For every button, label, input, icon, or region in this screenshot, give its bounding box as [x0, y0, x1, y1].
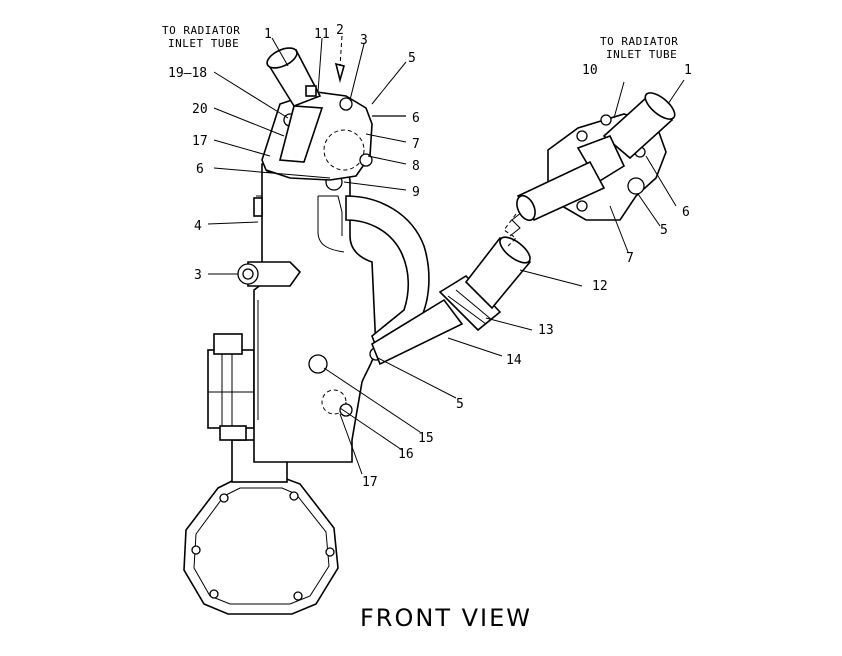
- callout-15: 15: [418, 431, 434, 446]
- callout-4: 4: [194, 219, 202, 234]
- callout-14: 14: [506, 353, 522, 368]
- callout-17-bottom: 17: [362, 475, 378, 490]
- view-title: FRONT VIEW: [360, 604, 532, 632]
- callout-1-left: 1: [264, 27, 272, 42]
- callout-11: 11: [314, 27, 330, 42]
- note-right-radiator-inlet: TO RADIATOR INLET TUBE: [600, 35, 678, 61]
- note-right-line1: TO RADIATOR: [600, 35, 678, 48]
- callout-3-left: 3: [194, 268, 202, 283]
- note-left-line2: INLET TUBE: [168, 37, 239, 50]
- pump-housing: [207, 333, 255, 441]
- callout-2: 2: [336, 23, 344, 38]
- detail-thermostat-housing: [503, 92, 676, 247]
- thermostat-housing: [261, 47, 373, 181]
- note-right-line2: INLET TUBE: [606, 48, 677, 61]
- callout-13: 13: [538, 323, 554, 338]
- note-left-radiator-inlet: TO RADIATOR INLET TUBE: [162, 24, 240, 50]
- leader-lines: [207, 35, 685, 475]
- gasket-plate: [183, 439, 339, 615]
- callout-20: 20: [192, 102, 208, 117]
- callout-5-right: 5: [660, 223, 668, 238]
- callouts: 1 11 2 3 5 19–18 20 17 6 6 7 8 9 4 3 10 …: [168, 23, 692, 490]
- note-left-line1: TO RADIATOR: [162, 24, 240, 37]
- callout-7-right: 7: [626, 251, 634, 266]
- callout-9: 9: [412, 185, 420, 200]
- callout-5-top: 5: [408, 51, 416, 66]
- callout-16: 16: [398, 447, 414, 462]
- callout-1-right: 1: [684, 63, 692, 78]
- callout-10: 10: [582, 63, 598, 78]
- callout-5-bottom: 5: [456, 397, 464, 412]
- callout-3-top: 3: [360, 33, 368, 48]
- callout-19-18: 19–18: [168, 66, 207, 81]
- callout-7-mid: 7: [412, 137, 420, 152]
- callout-12: 12: [592, 279, 608, 294]
- callout-6-mid: 6: [412, 111, 420, 126]
- callout-6-left: 6: [196, 162, 204, 177]
- callout-8: 8: [412, 159, 420, 174]
- callout-6-right: 6: [682, 205, 690, 220]
- callout-17-top: 17: [192, 134, 208, 149]
- hose-assembly: [371, 211, 532, 366]
